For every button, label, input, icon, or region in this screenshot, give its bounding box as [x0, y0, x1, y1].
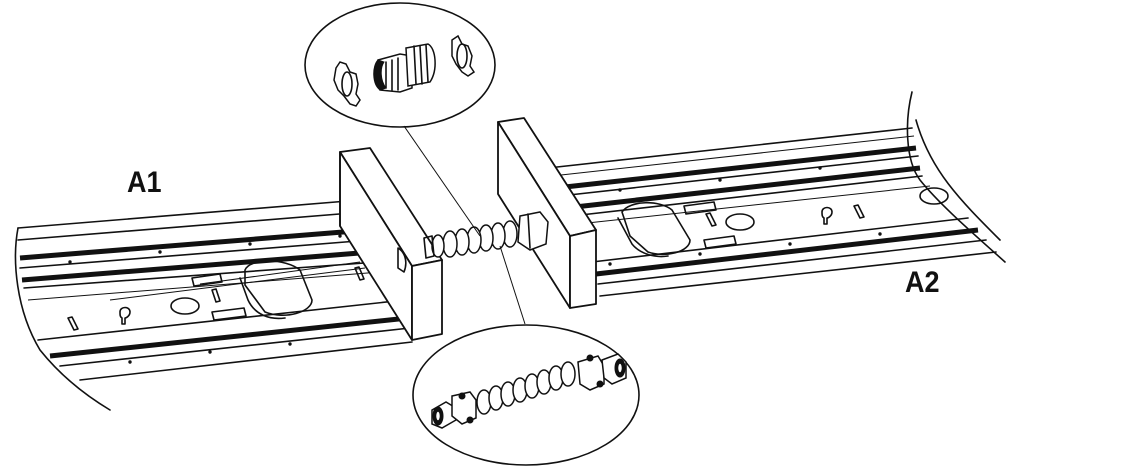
connector-hose — [423, 211, 549, 259]
callout-hose-detail — [412, 324, 640, 466]
callout-line-top — [403, 125, 481, 237]
panel-label-a2: A2 — [905, 266, 940, 299]
panel-label-a1: A1 — [127, 166, 162, 199]
end-block-a2 — [497, 117, 597, 309]
panel-a1 — [14, 199, 413, 411]
callout-line-bottom — [499, 245, 526, 325]
panel-a2 — [547, 91, 1006, 297]
end-block-a1 — [339, 147, 443, 341]
callout-coupling-detail — [304, 2, 496, 128]
